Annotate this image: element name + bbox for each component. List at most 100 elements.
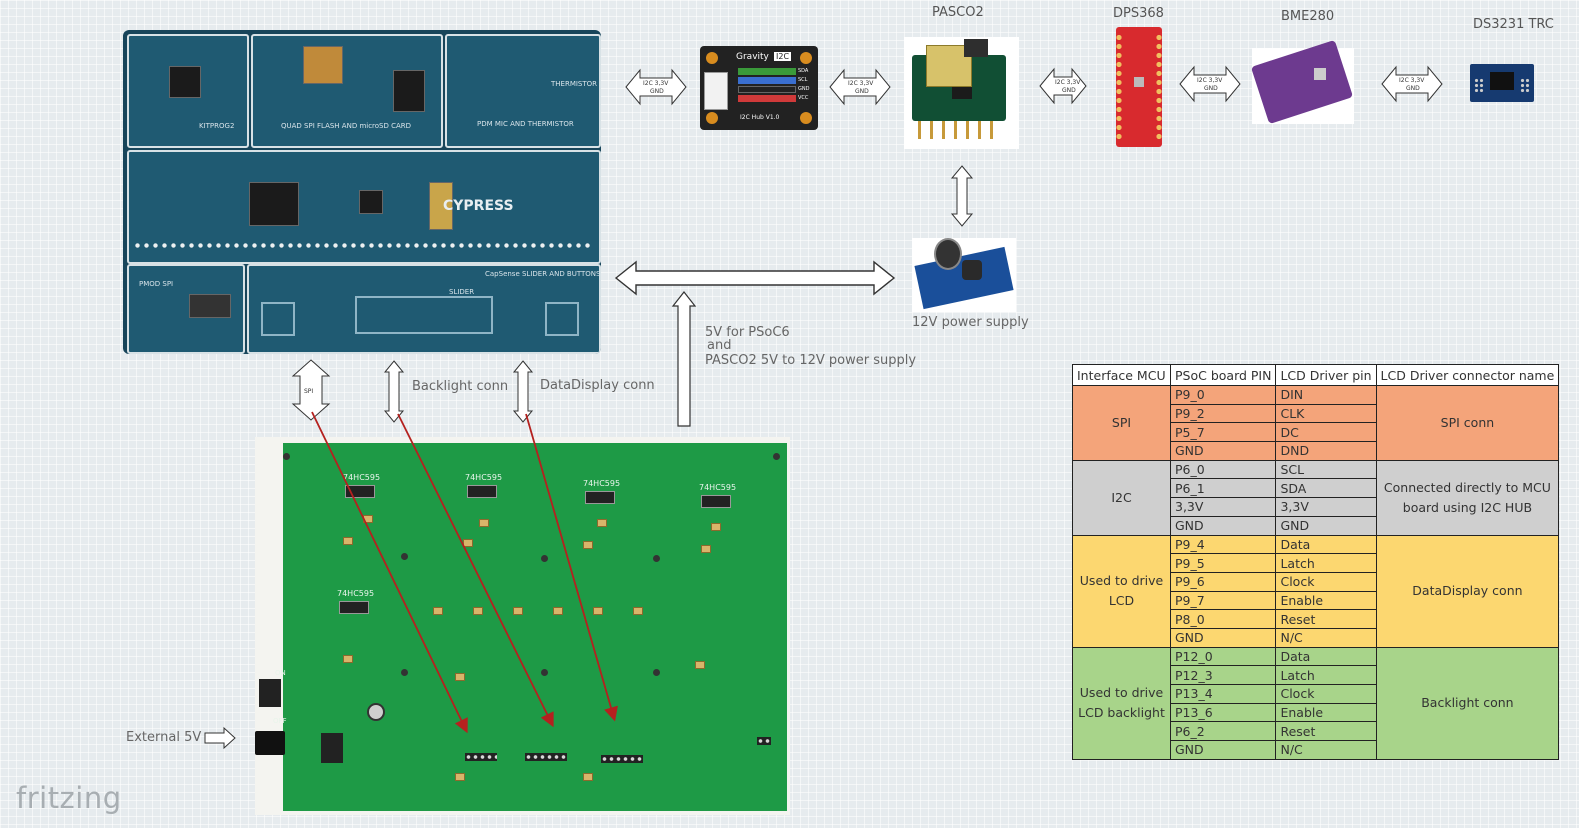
connector-cell: Connected directly to MCU board using I2… bbox=[1376, 460, 1559, 535]
i2c-hub-pin-label: GND bbox=[798, 86, 809, 92]
spi-arrow-label: SPI bbox=[304, 388, 313, 395]
i2c-arrow-3: I2C 3,3V GND bbox=[1040, 69, 1086, 103]
lcd-header bbox=[757, 737, 771, 745]
interface-cell: Used to drive LCD bbox=[1073, 535, 1171, 647]
connector-cell: DataDisplay conn bbox=[1376, 535, 1559, 647]
thermistor-silk: THERMISTOR bbox=[551, 80, 597, 88]
driver-pin-cell: DND bbox=[1276, 442, 1376, 461]
driver-pin-cell: Enable bbox=[1276, 591, 1376, 610]
ic-label: 74HC595 bbox=[583, 479, 620, 488]
power-note-line2: and bbox=[707, 338, 731, 353]
driver-pin-cell: 3,3V bbox=[1276, 498, 1376, 517]
psu-label: 12V power supply bbox=[912, 315, 1029, 330]
table-row: I2C P6_0 SCL Connected directly to MCU b… bbox=[1073, 460, 1559, 479]
power-bus-arrow bbox=[616, 262, 894, 294]
datadisplay-conn-label: DataDisplay conn bbox=[540, 378, 655, 393]
kitprog-silk: KITPROG2 bbox=[199, 122, 234, 130]
backlight-conn-label: Backlight conn bbox=[412, 379, 508, 394]
connector-cell: Backlight conn bbox=[1376, 647, 1559, 759]
psoc-pin-cell: GND bbox=[1171, 516, 1276, 535]
power-switch bbox=[259, 679, 281, 707]
external-5v-label: External 5V bbox=[126, 730, 201, 745]
i2c-arrow-label: I2C 3,3V bbox=[1197, 77, 1223, 84]
off-silk: OFF bbox=[273, 717, 287, 725]
psoc-pin-cell: P12_3 bbox=[1171, 666, 1276, 685]
table-header-cell: LCD Driver connector name bbox=[1376, 365, 1559, 386]
psoc-pin-cell: P9_2 bbox=[1171, 404, 1276, 423]
power-note-line3: PASCO2 5V to 12V power supply bbox=[705, 353, 916, 368]
spi-conn-header bbox=[465, 753, 497, 761]
driver-pin-cell: Reset bbox=[1276, 610, 1376, 629]
driver-pin-cell: N/C bbox=[1276, 741, 1376, 760]
spi-arrow: SPI bbox=[293, 360, 329, 420]
kitprog-section: KITPROG2 bbox=[127, 34, 249, 148]
interface-cell: I2C bbox=[1073, 460, 1171, 535]
i2c-arrow-label: I2C 3,3V bbox=[1399, 77, 1425, 84]
i2c-arrow-5: I2C 3,3V GND bbox=[1382, 67, 1442, 101]
psoc-pin-cell: GND bbox=[1171, 741, 1276, 760]
driver-pin-cell: GND bbox=[1276, 516, 1376, 535]
i2c-hub-connector bbox=[704, 72, 728, 110]
psoc-pin-cell: P9_4 bbox=[1171, 535, 1276, 554]
i2c-arrow-label: I2C 3,3V bbox=[848, 80, 874, 87]
cypress-logo: CYPRESS bbox=[443, 198, 514, 214]
i2c-arrow-label: I2C 3,3V bbox=[1055, 79, 1081, 86]
psoc6-board: KITPROG2 QUAD SPI FLASH AND microSD CARD… bbox=[123, 30, 601, 354]
i2c-hub-module: Gravity I2C SDA SCL GND VCC I2C Hub V1.0 bbox=[700, 46, 818, 130]
pasco2-module bbox=[904, 37, 1019, 149]
psoc-pin-cell: P6_2 bbox=[1171, 722, 1276, 741]
driver-pin-cell: N/C bbox=[1276, 628, 1376, 647]
driver-pin-cell: Clock bbox=[1276, 572, 1376, 591]
driver-pin-cell: Enable bbox=[1276, 703, 1376, 722]
ds3231-module bbox=[1470, 64, 1534, 102]
on-silk: ON bbox=[275, 669, 286, 677]
psoc-pin-cell: P9_7 bbox=[1171, 591, 1276, 610]
psoc-pin-cell: P5_7 bbox=[1171, 423, 1276, 442]
i2c-arrow-2: I2C 3,3V GND bbox=[830, 70, 890, 104]
i2c-hub-pin-label: VCC bbox=[798, 95, 808, 101]
ic-label: 74HC595 bbox=[343, 473, 380, 482]
table-header-row: Interface MCU PSoC board PIN LCD Driver … bbox=[1073, 365, 1559, 386]
ic-label: 74HC595 bbox=[465, 473, 502, 482]
driver-pin-cell: Latch bbox=[1276, 554, 1376, 573]
pdm-section: THERMISTOR PDM MIC AND THERMISTOR bbox=[445, 34, 601, 148]
table-row: SPI P9_0 DIN SPI conn bbox=[1073, 386, 1559, 405]
psoc-pin-cell: P12_0 bbox=[1171, 647, 1276, 666]
external-5v-arrow bbox=[205, 728, 235, 748]
psoc-pin-cell: P6_1 bbox=[1171, 479, 1276, 498]
ic-label: 74HC595 bbox=[699, 483, 736, 492]
lcd-pcb: 74HC595 74HC595 74HC595 74HC595 74HC595 bbox=[283, 443, 787, 811]
slider-silk: SLIDER bbox=[449, 288, 474, 296]
psoc-pin-cell: P9_6 bbox=[1171, 572, 1276, 591]
i2c-hub-brand: Gravity bbox=[736, 52, 769, 62]
capsense-section: CapSense SLIDER AND BUTTONS SLIDER bbox=[247, 264, 601, 354]
driver-pin-cell: SCL bbox=[1276, 460, 1376, 479]
i2c-arrow-label: I2C 3,3V bbox=[643, 80, 669, 87]
capacitor-electrolytic bbox=[367, 703, 385, 721]
i2c-arrow-1: I2C 3,3V GND bbox=[626, 70, 686, 104]
datadisplay-conn-header bbox=[601, 755, 643, 763]
dps368-title: DPS368 bbox=[1113, 6, 1164, 21]
psoc-pin-cell: 3,3V bbox=[1171, 498, 1276, 517]
capsense-silk: CapSense SLIDER AND BUTTONS bbox=[485, 270, 600, 278]
table-row: Used to drive LCD backlight P12_0 Data B… bbox=[1073, 647, 1559, 666]
pasco2-power-arrow bbox=[952, 166, 972, 226]
dc-jack bbox=[255, 731, 285, 755]
i2c-arrow-gnd: GND bbox=[1406, 85, 1420, 92]
fritzing-logo: fritzing bbox=[16, 781, 122, 815]
psoc-pin-cell: P9_5 bbox=[1171, 554, 1276, 573]
table-header-cell: LCD Driver pin bbox=[1276, 365, 1376, 386]
connector-cell: SPI conn bbox=[1376, 386, 1559, 461]
pmod-silk: PMOD SPI bbox=[139, 280, 173, 288]
flash-section: QUAD SPI FLASH AND microSD CARD bbox=[251, 34, 443, 148]
psoc-pin-cell: P13_4 bbox=[1171, 685, 1276, 704]
driver-pin-cell: Data bbox=[1276, 535, 1376, 554]
pmod-section: PMOD SPI bbox=[127, 264, 245, 354]
i2c-hub-name: I2C Hub V1.0 bbox=[740, 114, 779, 121]
psoc-pin-cell: P9_0 bbox=[1171, 386, 1276, 405]
table-row: Used to drive LCD P9_4 Data DataDisplay … bbox=[1073, 535, 1559, 554]
driver-pin-cell: Latch bbox=[1276, 666, 1376, 685]
interface-cell: SPI bbox=[1073, 386, 1171, 461]
i2c-hub-pin-label: SCL bbox=[798, 77, 807, 83]
table-header-cell: PSoC board PIN bbox=[1171, 365, 1276, 386]
